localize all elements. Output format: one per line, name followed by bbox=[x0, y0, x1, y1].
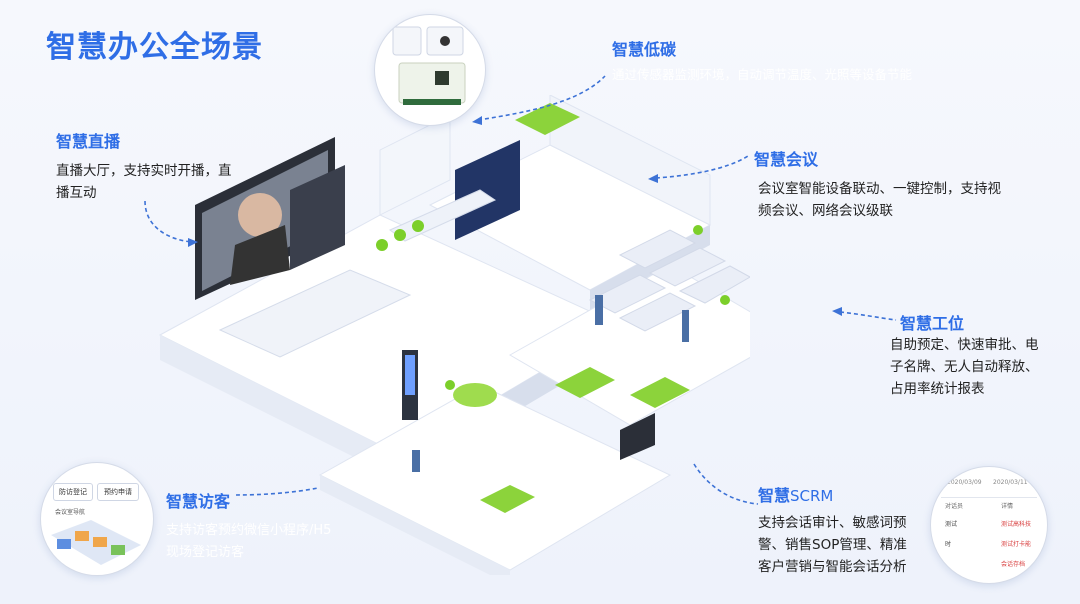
office-scene-illustration bbox=[158, 95, 750, 575]
visitor-register-button: 防访登记 bbox=[53, 483, 93, 501]
workstation-title: 智慧工位 bbox=[900, 314, 965, 333]
meeting-desc-line2: 频会议、网络会议级联 bbox=[758, 203, 893, 219]
visitor-desc-line1: 支持访客预约微信小程序/H5 bbox=[166, 523, 332, 538]
workstation-desc-line2: 子名牌、无人自动释放、 bbox=[890, 359, 1039, 375]
scrm-dashed-connector bbox=[693, 463, 759, 505]
scrm-title-suffix: SCRM bbox=[790, 487, 834, 505]
scrm-row-2-b: 测试打卡能 bbox=[1001, 541, 1032, 548]
workstation-desc-line1: 自助预定、快速审批、电 bbox=[890, 337, 1039, 353]
scrm-row-3-b: 会话存档 bbox=[1001, 561, 1026, 568]
scrm-row-1-a: 测试 bbox=[945, 521, 958, 528]
smart-switch-device-image bbox=[374, 14, 486, 126]
live-dashed-connector bbox=[144, 200, 198, 247]
scrm-date-from: 2020/03/09 bbox=[947, 479, 982, 486]
meeting-desc-line1: 会议室智能设备联动、一键控制，支持视 bbox=[758, 181, 1001, 197]
low-carbon-title: 智慧低碳 bbox=[612, 40, 677, 59]
visitor-dashed-connector bbox=[235, 487, 319, 496]
live-title: 智慧直播 bbox=[56, 132, 121, 151]
floor-map-icon bbox=[51, 520, 141, 565]
live-desc-line2: 播互动 bbox=[56, 185, 97, 201]
scrm-desc-line3: 客户营销与智能会话分析 bbox=[758, 559, 907, 575]
visitor-app-image: 防访登记 预约申请 会议室导航 bbox=[40, 462, 154, 576]
visitor-desc-line2: 现场登记访客 bbox=[166, 545, 245, 560]
meeting-title: 智慧会议 bbox=[754, 150, 819, 169]
switch-panel-icon bbox=[392, 26, 466, 105]
scrm-col-1: 对话员 bbox=[945, 503, 964, 510]
live-desc-line1: 直播大厅，支持实时开播，直 bbox=[56, 163, 232, 179]
visitor-title: 智慧访客 bbox=[166, 492, 231, 511]
scrm-row-2-a: 时 bbox=[945, 541, 952, 548]
meeting-dashed-connector bbox=[648, 155, 749, 183]
low-carbon-dashed-connector bbox=[472, 75, 606, 125]
scrm-date-to: 2020/03/11 bbox=[993, 479, 1028, 486]
page-title: 智慧办公全场景 bbox=[46, 30, 263, 65]
scrm-desc-line2: 警、销售SOP管理、精准 bbox=[758, 537, 907, 553]
scrm-table-image: 2020/03/09 2020/03/11 对话员 详情 测试 测试高科技 时 … bbox=[930, 466, 1048, 584]
scrm-desc-line1: 支持会话审计、敏感词预 bbox=[758, 515, 907, 531]
live-screen bbox=[195, 137, 345, 300]
scrm-col-2: 详情 bbox=[1001, 503, 1014, 510]
scrm-title-prefix: 智慧 bbox=[758, 486, 791, 505]
visitor-apply-button: 预约申请 bbox=[97, 483, 139, 501]
visitor-nav-label: 会议室导航 bbox=[55, 509, 86, 516]
low-carbon-desc: 通过传感器监测环境，自动调节温度、光照等设备节能 bbox=[612, 67, 913, 82]
scrm-title: 智慧SCRM bbox=[758, 482, 833, 506]
scrm-row-1-b: 测试高科技 bbox=[1001, 521, 1032, 528]
workstation-desc-line3: 占用率统计报表 bbox=[890, 381, 985, 397]
workstation-dashed-connector bbox=[832, 307, 897, 321]
